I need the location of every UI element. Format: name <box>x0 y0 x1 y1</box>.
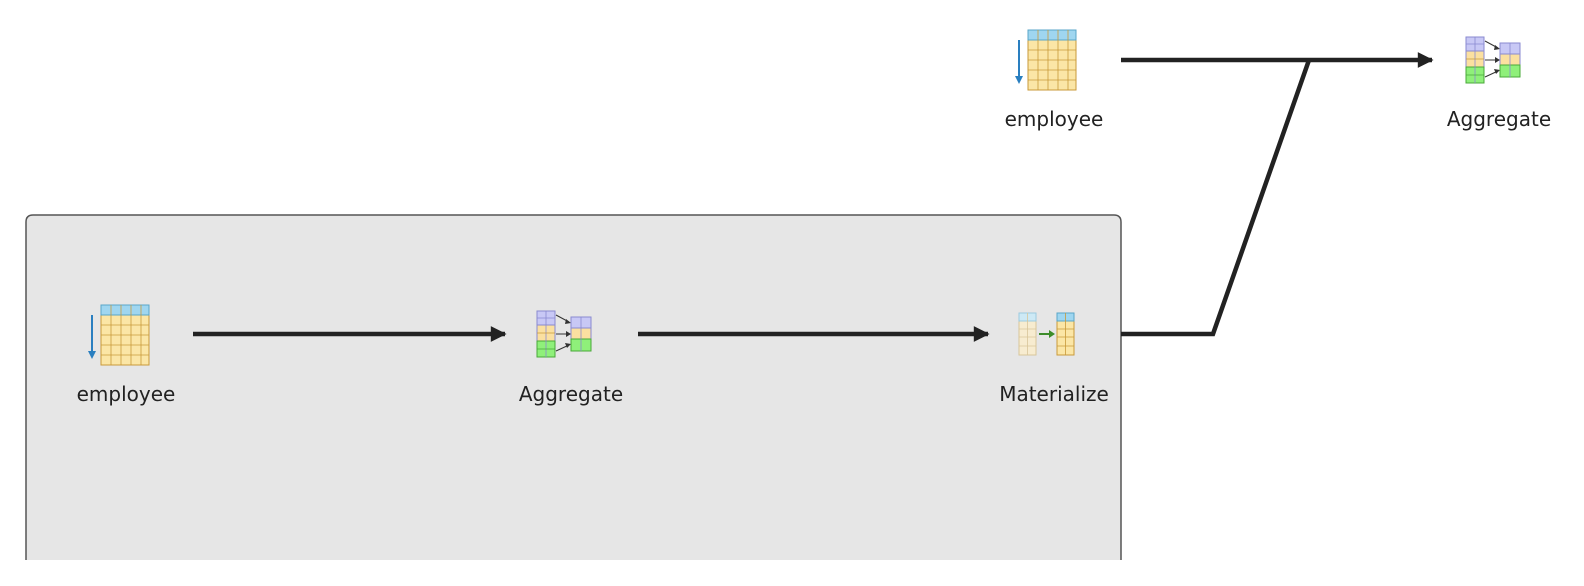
edge-materialize-to-top-aggregate <box>1121 59 1312 337</box>
node-sub-materialize-label: Materialize <box>999 382 1109 406</box>
node-top-scan-label: employee <box>1005 107 1104 131</box>
node-top-scan[interactable] <box>1014 29 1077 91</box>
node-top-aggregate-label: Aggregate <box>1447 107 1551 131</box>
node-top-aggregate[interactable] <box>1465 36 1521 84</box>
table-scan-icon <box>1014 29 1077 91</box>
subplan-container <box>25 214 1122 560</box>
edges <box>193 52 1434 342</box>
aggregate-icon <box>1465 36 1521 84</box>
node-sub-aggregate-label: Aggregate <box>519 382 623 406</box>
node-sub-scan-label: employee <box>77 382 176 406</box>
